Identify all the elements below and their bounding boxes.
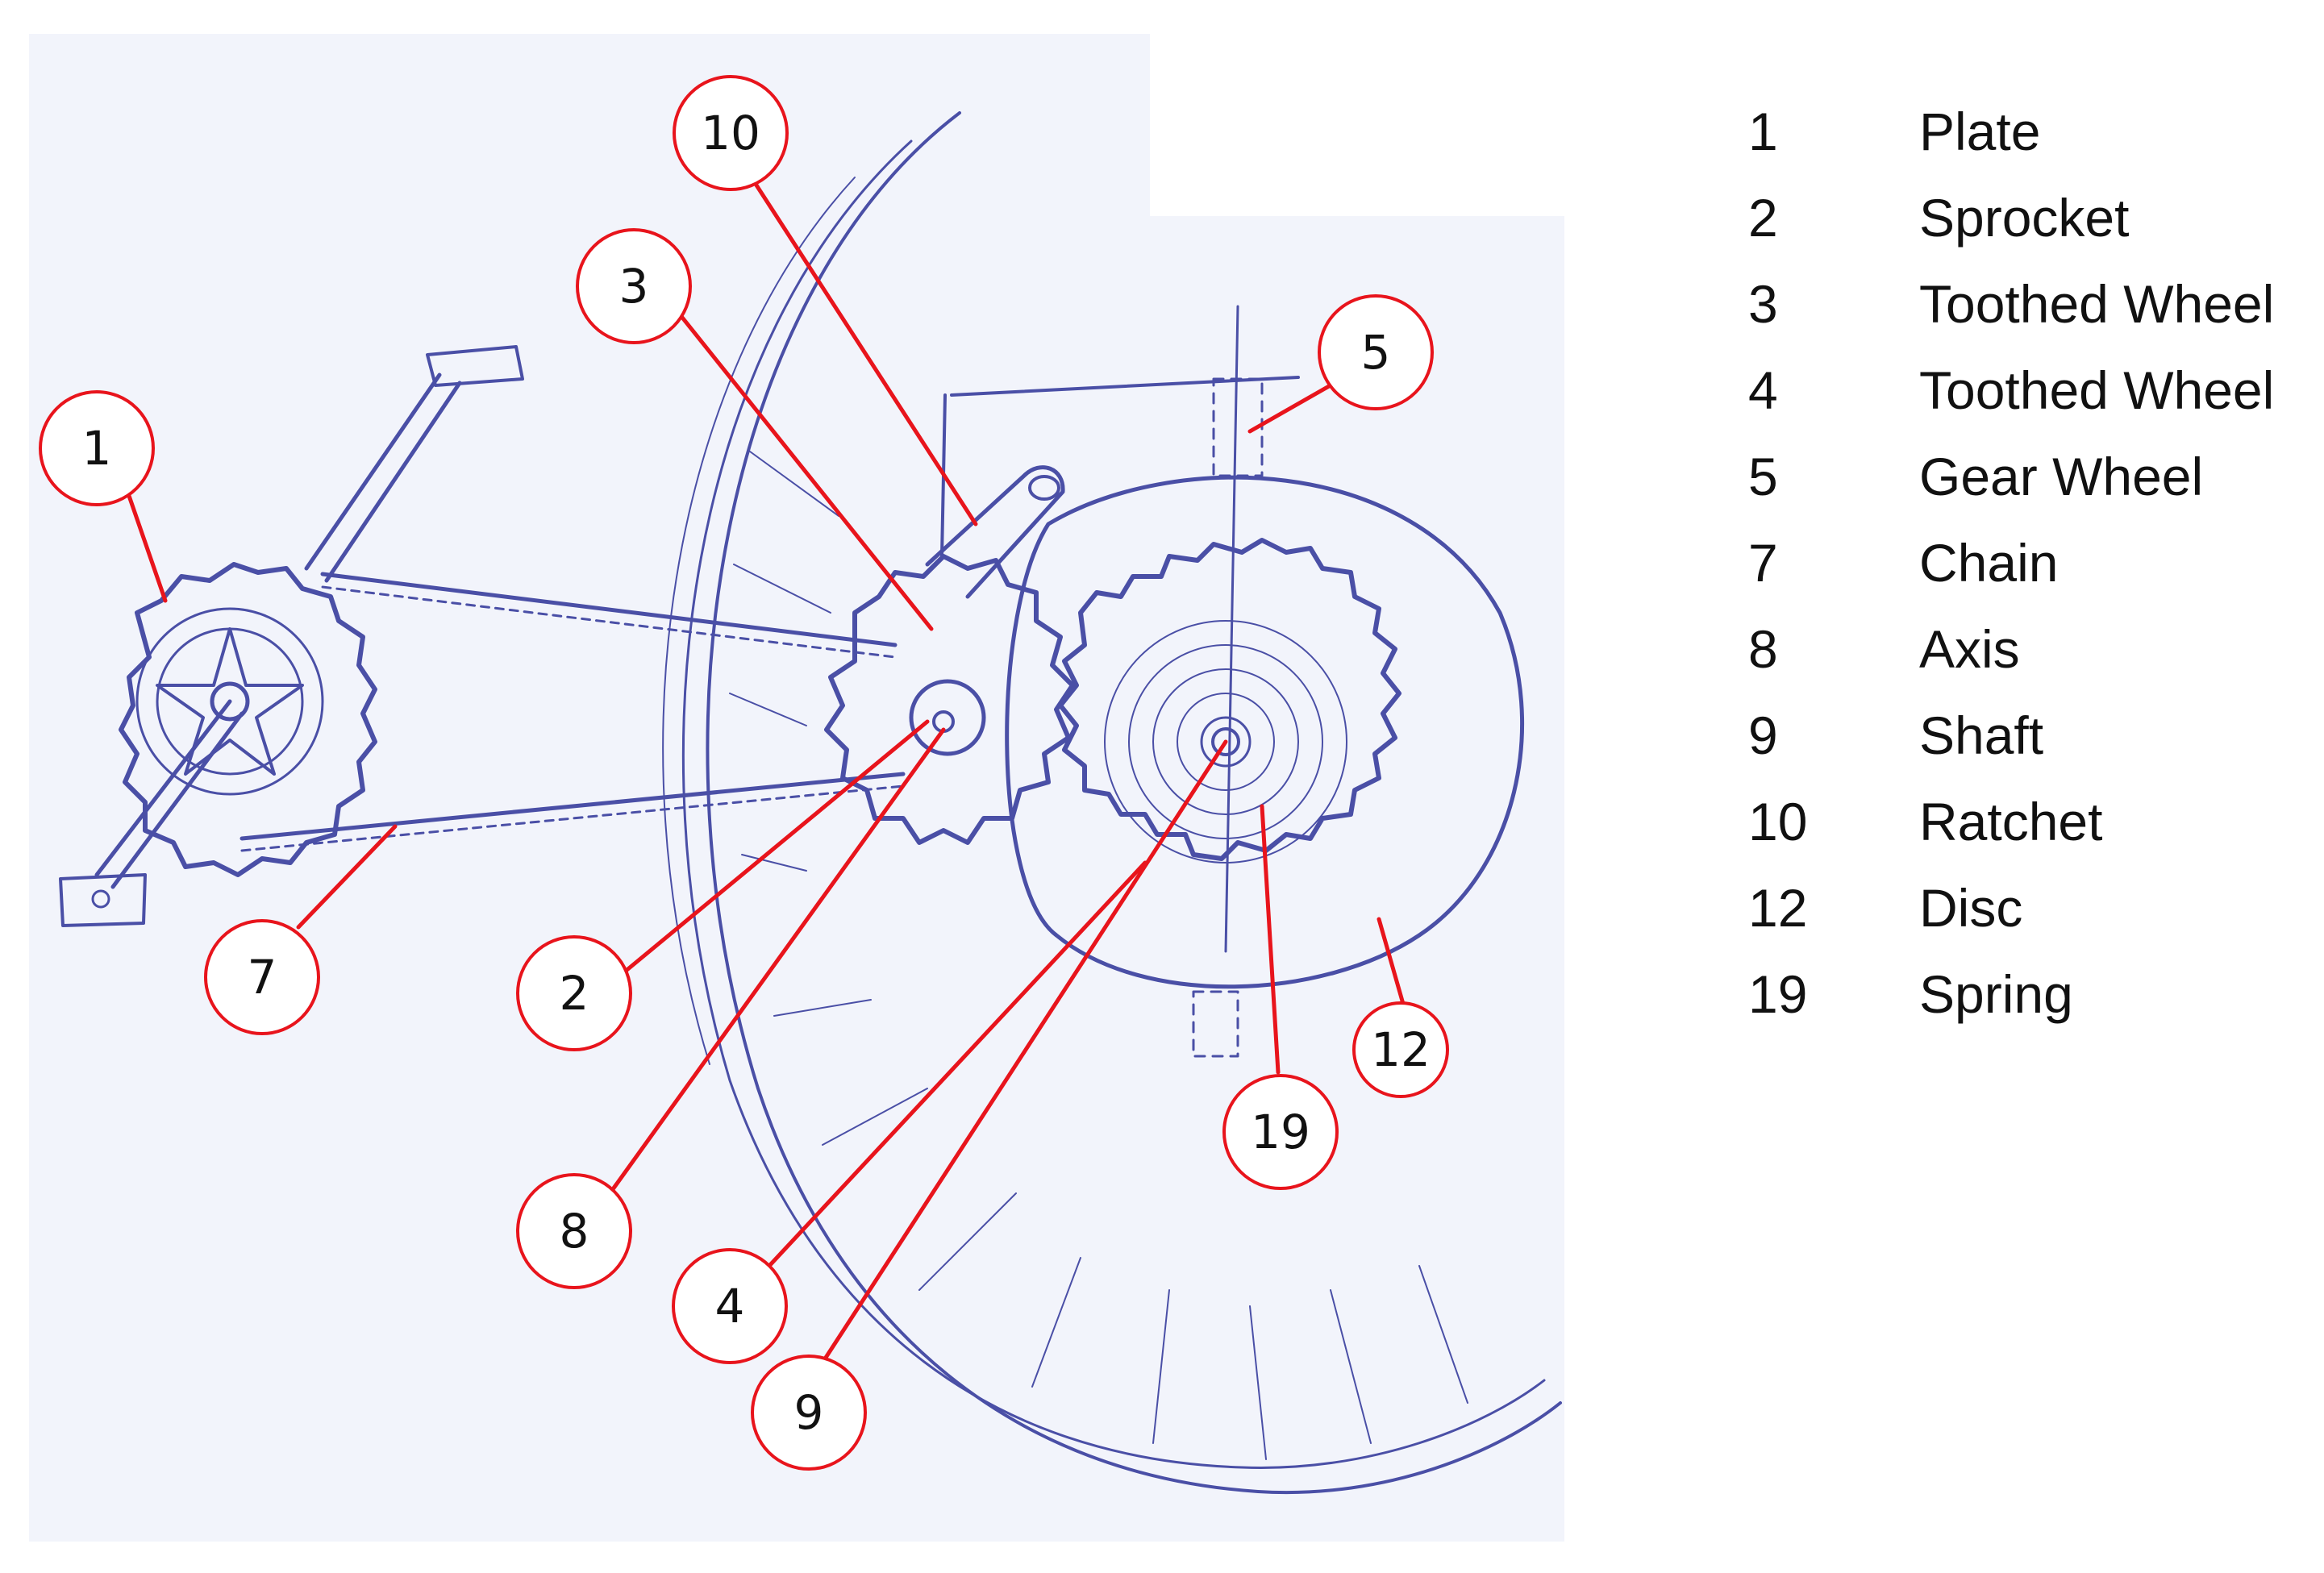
legend-row: 19 Spring (1742, 951, 2306, 1038)
legend-label: Toothed Wheel (1919, 360, 2275, 420)
legend-row: 4 Toothed Wheel (1742, 347, 2306, 434)
ratchet-arm (925, 465, 1065, 599)
callout-sprocket-number: 2 (560, 966, 589, 1021)
disc-outline (1005, 475, 1525, 989)
callout-gear-wheel: 5 (1318, 294, 1434, 410)
callout-toothed-wheel-4-number: 4 (715, 1279, 745, 1334)
callout-chain-number: 7 (248, 950, 277, 1005)
legend-label: Toothed Wheel (1919, 274, 2275, 334)
wheel-spokes (729, 451, 1468, 1460)
legend-number: 7 (1748, 533, 1778, 593)
callout-spring: 19 (1222, 1074, 1339, 1190)
legend-row: 5 Gear Wheel (1742, 434, 2306, 520)
legend-number: 9 (1748, 705, 1778, 765)
rear-frame (940, 305, 1300, 1058)
legend-label: Sprocket (1919, 188, 2130, 248)
legend-row: 8 Axis (1742, 606, 2306, 693)
legend-row: 1 Plate (1742, 89, 2306, 175)
rear-toothed-wheel (1058, 538, 1401, 863)
legend-label: Chain (1919, 533, 2059, 593)
chain (239, 572, 906, 852)
callout-axis-number: 8 (560, 1204, 589, 1259)
rear-tyre (662, 111, 1562, 1495)
legend-label: Disc (1919, 878, 2023, 938)
callout-spring-number: 19 (1251, 1105, 1310, 1159)
legend-row: 9 Shaft (1742, 693, 2306, 779)
legend-label: Axis (1919, 619, 2020, 679)
legend-number: 4 (1748, 360, 1778, 420)
legend-row: 10 Ratchet (1742, 779, 2306, 865)
legend-number: 1 (1748, 102, 1778, 161)
legend-row: 12 Disc (1742, 865, 2306, 951)
callout-toothed-wheel-3: 3 (576, 228, 692, 344)
callout-shaft-number: 9 (794, 1385, 824, 1440)
legend-number: 3 (1748, 274, 1778, 334)
paper-right (1145, 216, 1564, 1542)
legend-number: 2 (1748, 188, 1778, 248)
callout-shaft: 9 (751, 1355, 867, 1471)
callout-disc: 12 (1352, 1001, 1449, 1098)
legend-number: 19 (1748, 964, 1808, 1024)
callout-plate-number: 1 (82, 421, 112, 476)
callout-gear-wheel-number: 5 (1361, 325, 1391, 380)
legend-number: 12 (1748, 878, 1808, 938)
crank-arms (59, 345, 524, 927)
front-chainring (119, 562, 377, 877)
callout-toothed-wheel-4: 4 (672, 1248, 788, 1364)
callout-toothed-wheel-3-number: 3 (619, 259, 649, 314)
callout-sprocket: 2 (516, 935, 632, 1051)
legend-number: 8 (1748, 619, 1778, 679)
legend-label: Shaft (1919, 705, 2044, 765)
legend-label: Gear Wheel (1919, 447, 2204, 506)
legend-row: 2 Sprocket (1742, 175, 2306, 261)
legend-number: 5 (1748, 447, 1778, 506)
leader-lines (127, 179, 1406, 1365)
callout-chain: 7 (204, 919, 320, 1035)
callout-ratchet-number: 10 (701, 106, 760, 160)
legend-row: 7 Chain (1742, 520, 2306, 606)
callout-disc-number: 12 (1371, 1022, 1431, 1077)
legend-row: 3 Toothed Wheel (1742, 261, 2306, 347)
legend-number: 10 (1748, 792, 1808, 851)
legend-label: Plate (1919, 102, 2041, 161)
callout-plate: 1 (39, 390, 155, 506)
legend-label: Spring (1919, 964, 2073, 1024)
legend-label: Ratchet (1919, 792, 2103, 851)
callout-axis: 8 (516, 1173, 632, 1289)
callout-ratchet: 10 (673, 75, 789, 191)
